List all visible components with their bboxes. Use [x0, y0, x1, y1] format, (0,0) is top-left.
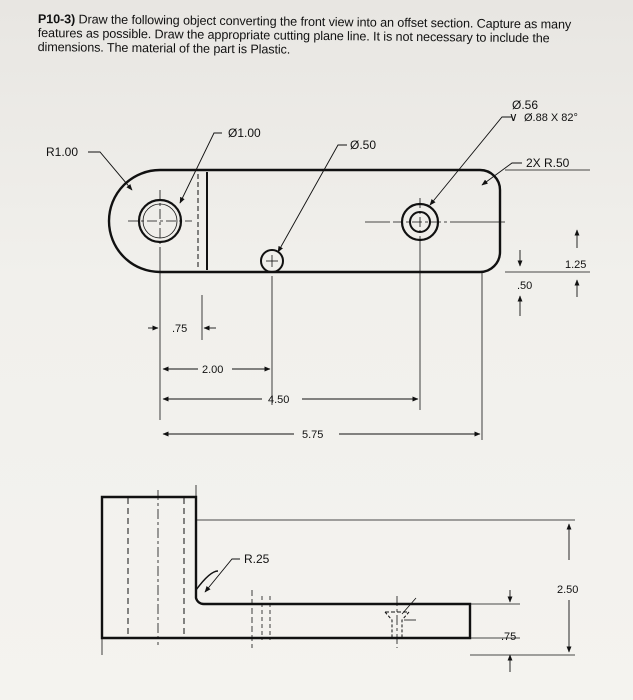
- dim-575: 5.75: [302, 429, 323, 441]
- label-csink: Ø.88 X 82°: [524, 112, 578, 124]
- front-view-outline: [100, 495, 472, 640]
- top-view-outline: [107, 168, 502, 274]
- label-r-end: R1.00: [46, 145, 78, 159]
- label-cbore-dia: Ø.56: [512, 98, 538, 112]
- dim-200: 2.00: [202, 364, 223, 376]
- top-view: [88, 116, 590, 440]
- label-hole-large: Ø1.00: [228, 126, 261, 140]
- csink-symbol: ∨: [509, 110, 518, 124]
- hole-small: [260, 249, 284, 273]
- label-height-125: 1.25: [565, 259, 586, 271]
- label-offset-50: .50: [517, 280, 532, 292]
- label-radii: 2X R.50: [526, 156, 570, 170]
- dim-075: .75: [172, 323, 187, 335]
- front-view: [100, 485, 575, 672]
- label-base-75: .75: [501, 631, 516, 643]
- label-fillet: R.25: [244, 552, 270, 566]
- label-height-250: 2.50: [557, 584, 578, 596]
- label-hole-small: Ø.50: [350, 138, 376, 152]
- dim-450: 4.50: [268, 394, 289, 406]
- fillet-r25: [195, 570, 219, 591]
